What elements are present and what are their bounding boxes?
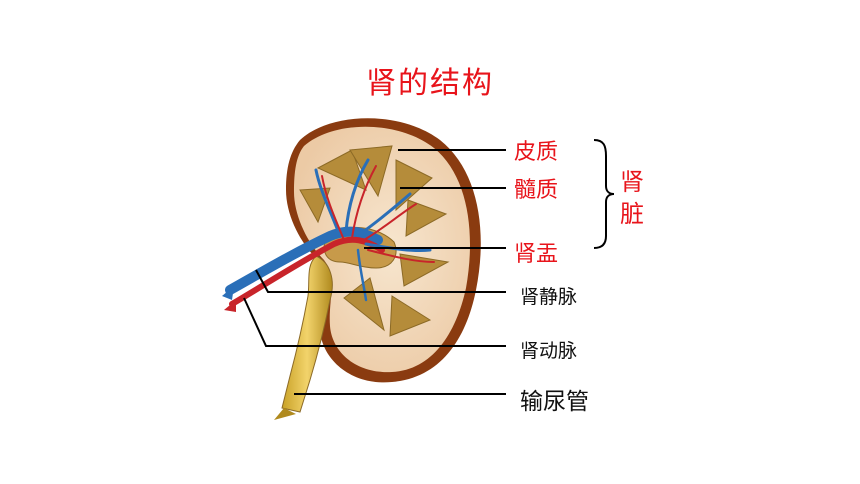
renal-artery-vessel (229, 236, 385, 307)
label-renal-vein: 肾静脉 (520, 286, 578, 308)
diagram-title: 肾的结构 (366, 66, 494, 101)
label-renal-artery: 肾动脉 (520, 340, 578, 362)
leader-lines (243, 149, 506, 395)
label-medulla: 髓质 (514, 178, 559, 203)
artery-arrow-tip (224, 300, 236, 312)
vessel-branches (314, 158, 435, 302)
label-cortex: 皮质 (514, 140, 559, 165)
label-ureter: 输尿管 (520, 389, 589, 415)
label-pelvis: 肾盂 (514, 242, 559, 267)
group-bracket (593, 139, 615, 249)
vein-arrow-tip (222, 286, 234, 300)
label-kidney-group: 肾脏 (620, 168, 644, 228)
